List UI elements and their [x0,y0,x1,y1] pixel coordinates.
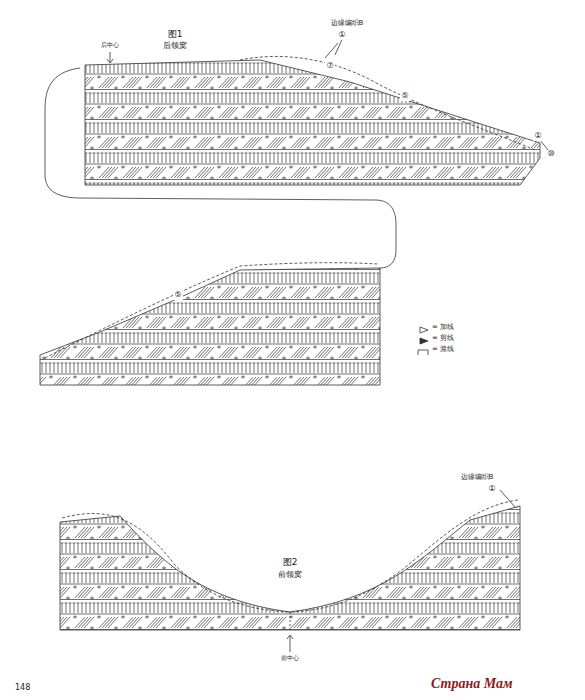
legend-entry: = 剪线 [432,335,454,343]
callout-number: ⑩ [546,150,555,159]
edge-note: 边缘编织B [460,474,495,482]
center-mark: 前中心 [280,655,300,662]
page-number: 148 [14,684,31,693]
figure-title: 图1 [167,30,184,40]
legend-entry: = 加线 [432,324,454,332]
chart-title: 后领窝 [162,42,188,51]
callout-number: ① [337,31,346,40]
center-mark: 后中心 [100,42,120,49]
figure-title: 图2 [282,558,299,568]
watermark: Страна Мам [430,676,514,691]
chart-title: 前领窝 [277,571,303,580]
callout-number: ① [487,485,496,494]
edge-note: 边缘编织B [330,20,365,28]
callout-number: ⑤ [173,291,182,300]
callout-number: ⑦ [325,62,334,71]
callout-number: ⑤ [400,92,409,101]
legend-entry: = 渡线 [432,346,454,354]
callout-number: ① [533,132,542,141]
